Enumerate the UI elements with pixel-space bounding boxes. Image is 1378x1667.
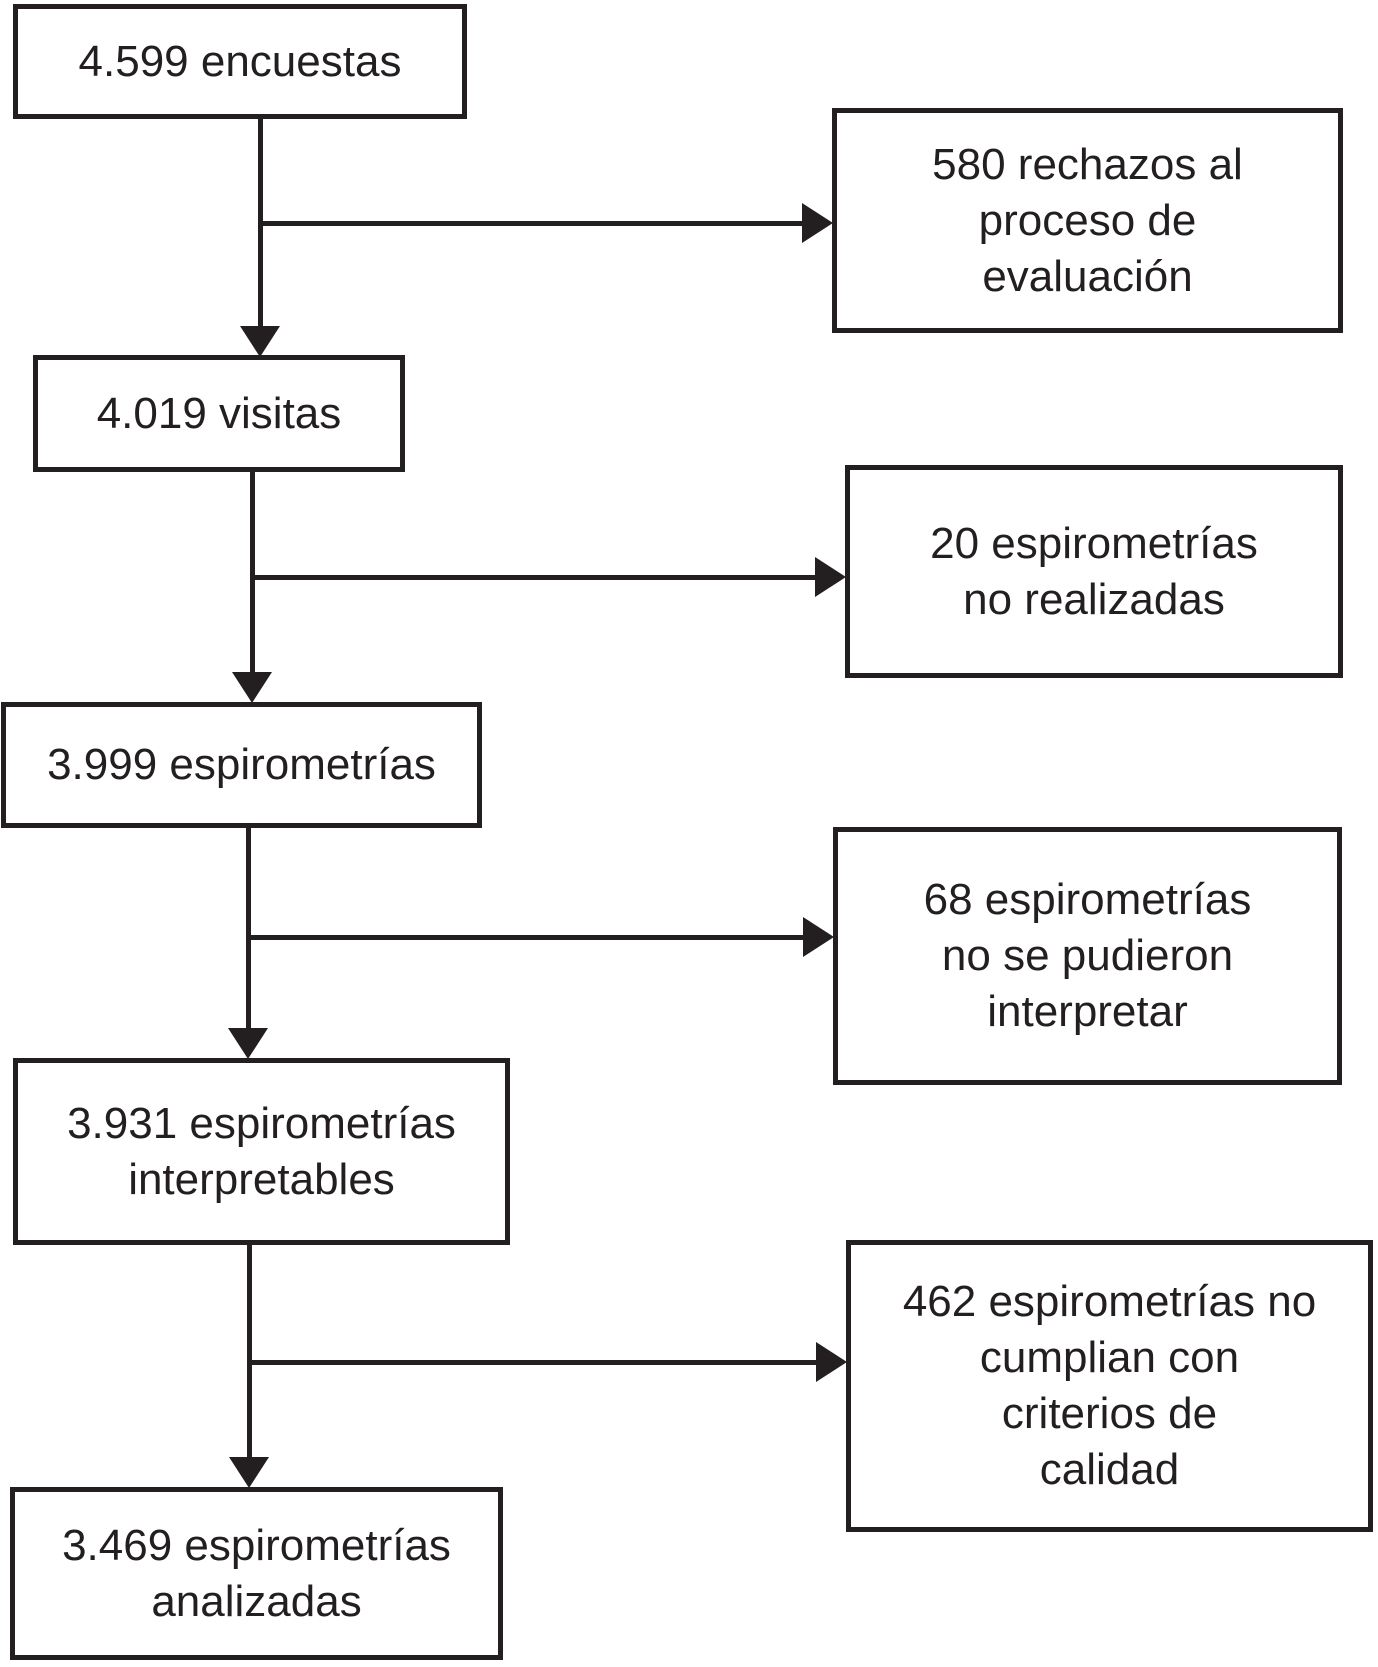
connector-vertical-4 bbox=[247, 1245, 252, 1458]
arrowhead-down-icon bbox=[228, 1028, 268, 1059]
arrowhead-right-icon bbox=[815, 557, 846, 597]
connector-vertical-2 bbox=[250, 472, 255, 673]
connector-vertical-3 bbox=[246, 828, 251, 1029]
arrowhead-down-icon bbox=[240, 326, 280, 357]
node-espirometrias-analizadas: 3.469 espirometrías analizadas bbox=[10, 1487, 503, 1660]
node-visitas: 4.019 visitas bbox=[33, 355, 405, 472]
node-exclusion-no-realizadas: 20 espirometrías no realizadas bbox=[845, 465, 1343, 678]
node-exclusion-sin-calidad: 462 espirometrías no cumplian con criter… bbox=[846, 1240, 1373, 1532]
connector-horizontal-3 bbox=[246, 935, 803, 940]
connector-horizontal-2 bbox=[250, 575, 815, 580]
arrowhead-right-icon bbox=[802, 203, 833, 243]
node-espirometrias: 3.999 espirometrías bbox=[1, 702, 482, 828]
connector-horizontal-1 bbox=[258, 221, 802, 226]
node-exclusion-no-interpretables: 68 espirometrías no se pudieron interpre… bbox=[833, 827, 1342, 1085]
connector-horizontal-4 bbox=[247, 1360, 816, 1365]
arrowhead-down-icon bbox=[229, 1457, 269, 1488]
node-espirometrias-interpretables: 3.931 espirometrías interpretables bbox=[13, 1058, 510, 1245]
arrowhead-down-icon bbox=[232, 672, 272, 703]
node-encuestas: 4.599 encuestas bbox=[13, 4, 467, 119]
arrowhead-right-icon bbox=[803, 917, 834, 957]
node-exclusion-rechazos: 580 rechazos al proceso de evaluación bbox=[832, 108, 1343, 333]
arrowhead-right-icon bbox=[816, 1342, 847, 1382]
